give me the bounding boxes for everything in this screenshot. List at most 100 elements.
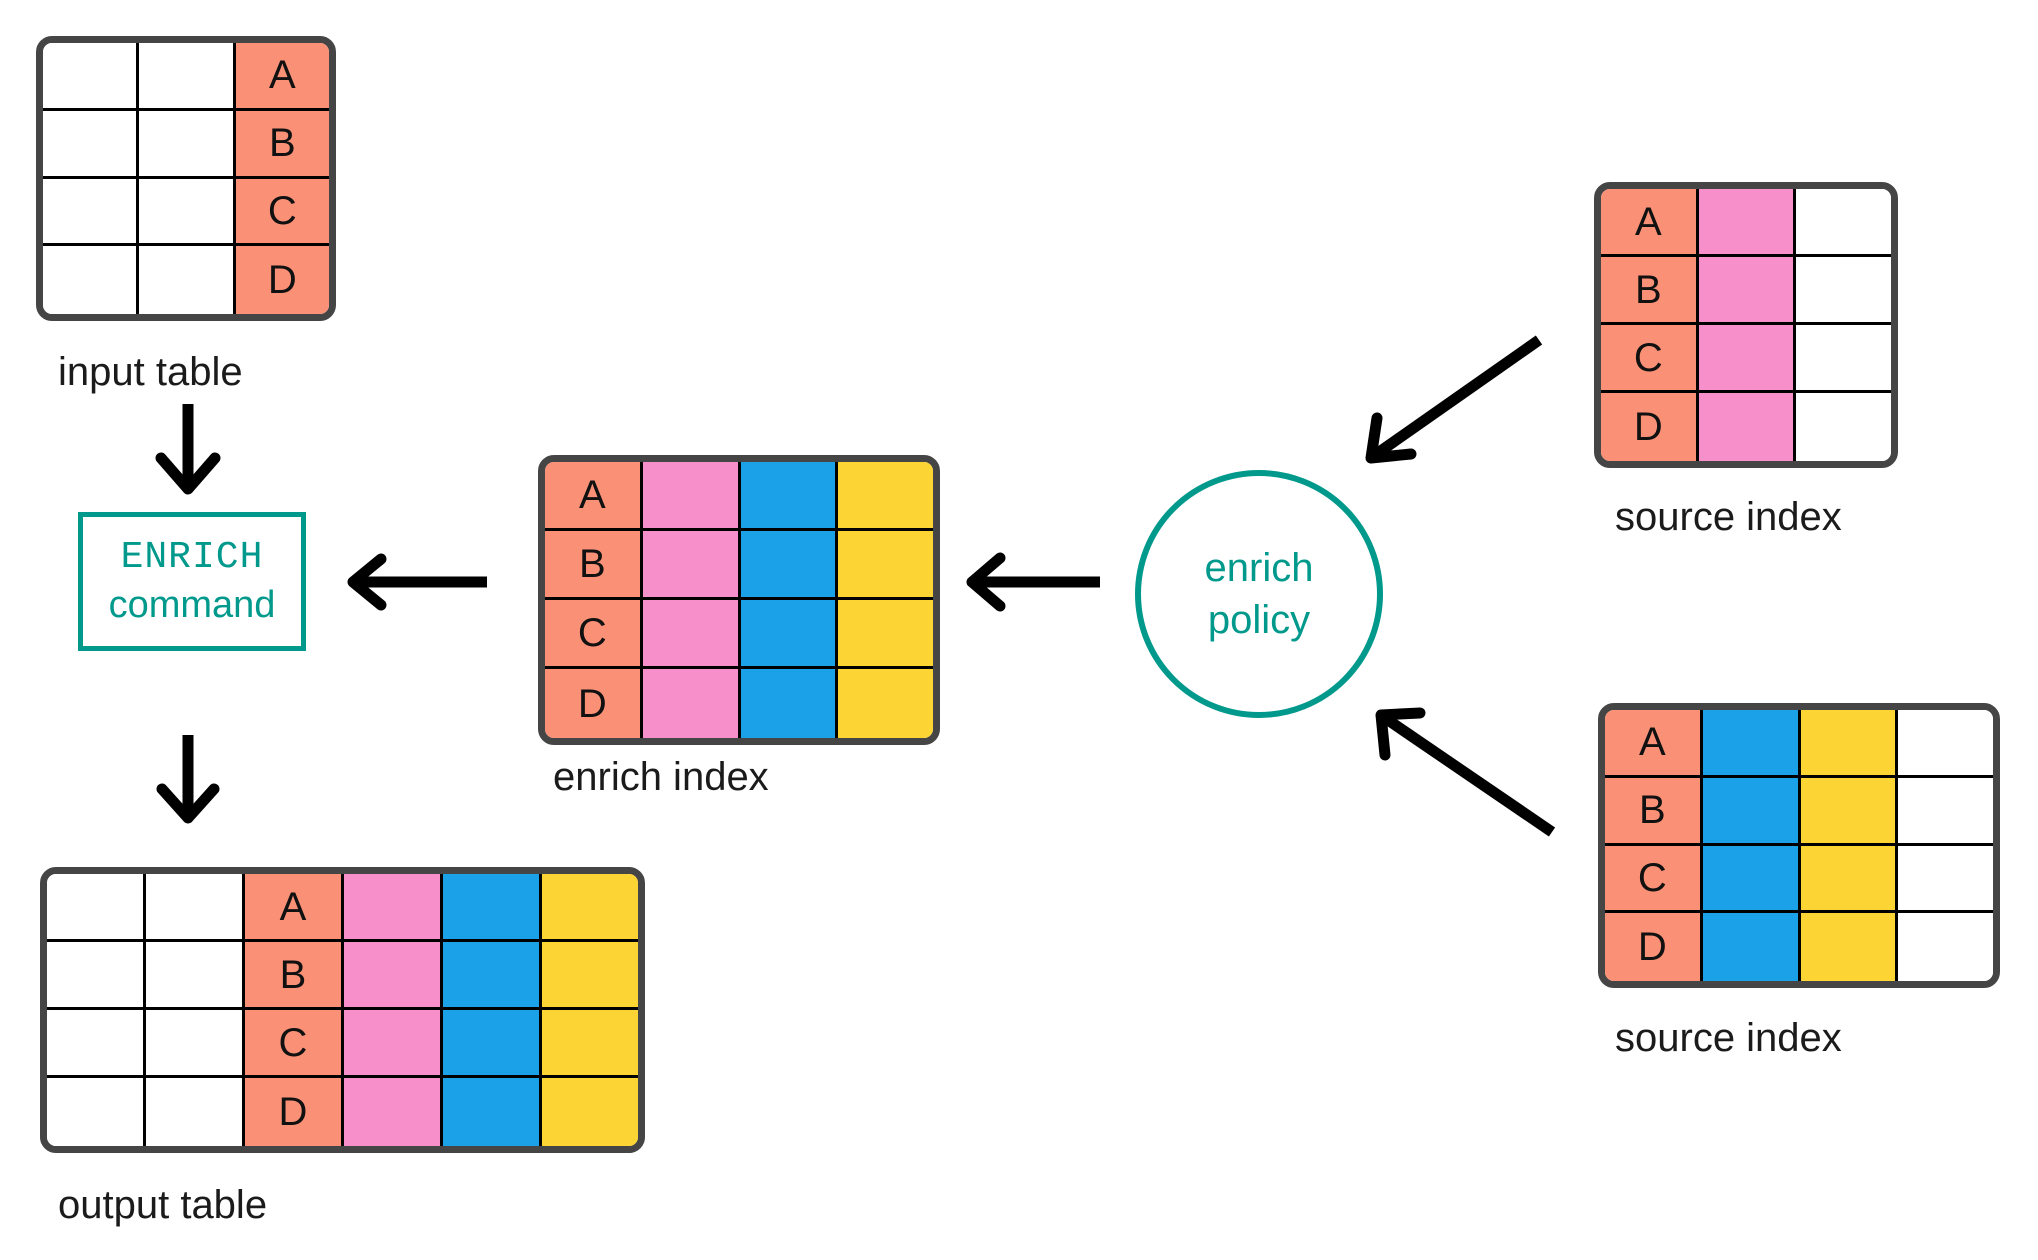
table-cell <box>47 942 146 1010</box>
table-cell <box>443 874 542 942</box>
input-table-caption: input table <box>58 350 243 394</box>
table-cell <box>642 600 741 669</box>
table-row: A <box>1605 710 1993 778</box>
table-cell-key: A <box>1601 189 1699 257</box>
table-row: B <box>47 942 638 1010</box>
table-cell <box>344 1010 443 1078</box>
arrow-enrich-policy-to-enrich-index <box>966 552 1100 612</box>
arrow-input-table-to-enrich-command <box>155 404 221 495</box>
table-cell <box>47 1078 146 1146</box>
table-cell <box>344 942 443 1010</box>
table-cell <box>1796 325 1891 393</box>
table-row: C <box>545 600 933 669</box>
table-cell <box>1698 393 1797 461</box>
table-cell <box>642 669 741 738</box>
table-cell-key: D <box>245 1078 344 1146</box>
table-row: C <box>43 178 329 247</box>
table-row: C <box>47 1010 638 1078</box>
table-cell-key: C <box>245 1010 344 1078</box>
table-cell <box>1702 777 1801 846</box>
table-cell-key: B <box>545 531 643 600</box>
table-cell <box>43 178 140 247</box>
table-cell <box>740 669 839 738</box>
table-cell <box>838 462 933 531</box>
table-cell <box>1800 777 1899 846</box>
enrich-policy-line1: enrich <box>1204 546 1314 590</box>
table-row: D <box>545 669 933 738</box>
table-row: A <box>47 874 638 942</box>
table-cell <box>838 669 933 738</box>
table-cell <box>542 1010 638 1078</box>
table-cell <box>740 462 839 531</box>
table-row: D <box>1605 913 1993 981</box>
table-cell-key: B <box>1605 777 1703 846</box>
table-cell <box>642 531 741 600</box>
arrow-enrich-command-to-output-table <box>156 735 220 824</box>
table-cell <box>146 874 245 942</box>
table-cell <box>443 1010 542 1078</box>
source-index-bottom-caption: source index <box>1615 1016 1842 1060</box>
table-row: B <box>545 531 933 600</box>
table-cell <box>139 110 236 179</box>
table-cell <box>139 246 236 314</box>
arrow-source-index-bottom-to-enrich-policy <box>1375 707 1556 837</box>
table-cell <box>43 110 140 179</box>
table-cell-key: A <box>245 874 344 942</box>
arrow-enrich-index-to-enrich-command <box>347 553 487 611</box>
table-cell <box>344 874 443 942</box>
table-cell <box>146 942 245 1010</box>
table-cell-key: D <box>235 246 329 314</box>
table-cell-key: D <box>1601 393 1699 461</box>
table-cell <box>47 874 146 942</box>
table-cell <box>139 178 236 247</box>
table-cell-key: A <box>1605 710 1703 778</box>
table-cell <box>1702 913 1801 981</box>
table-cell <box>146 1010 245 1078</box>
table-cell <box>542 1078 638 1146</box>
table-cell <box>1800 845 1899 914</box>
table-cell-key: A <box>235 43 329 111</box>
table-cell-key: A <box>545 462 643 531</box>
table-cell <box>43 246 140 314</box>
table-cell <box>1702 710 1801 778</box>
table-row: B <box>43 110 329 179</box>
table-cell-key: B <box>1601 257 1699 325</box>
table-cell-key: B <box>245 942 344 1010</box>
table-cell <box>146 1078 245 1146</box>
table-cell <box>1796 257 1891 325</box>
table-row: D <box>43 246 329 314</box>
table-cell-key: C <box>1605 845 1703 914</box>
enrich-command-box[interactable]: ENRICH command <box>78 512 306 651</box>
table-cell <box>1796 189 1891 257</box>
table-row: D <box>1601 393 1891 461</box>
table-cell <box>1702 845 1801 914</box>
enrich-policy-node[interactable]: enrich policy <box>1135 470 1383 718</box>
enrich-index-caption: enrich index <box>553 755 769 799</box>
table-cell-key: D <box>1605 913 1703 981</box>
enrich-command-line1: ENRICH <box>120 536 264 579</box>
table-cell <box>1796 393 1891 461</box>
table-cell <box>1800 913 1899 981</box>
table-row: D <box>47 1078 638 1146</box>
table-cell <box>43 43 140 111</box>
table-cell-key: B <box>235 110 329 179</box>
table-cell-key: D <box>545 669 643 738</box>
table-cell <box>838 531 933 600</box>
enrich-policy-line2: policy <box>1207 598 1311 642</box>
table-cell <box>1698 189 1797 257</box>
output-table-caption: output table <box>58 1183 268 1227</box>
table-row: C <box>1601 325 1891 393</box>
table-cell <box>443 1078 542 1146</box>
table-cell <box>1898 777 1993 846</box>
table-cell <box>139 43 236 111</box>
table-row: A <box>43 43 329 111</box>
table-row: B <box>1601 257 1891 325</box>
table-cell <box>642 462 741 531</box>
source-index-top-caption: source index <box>1615 495 1842 539</box>
